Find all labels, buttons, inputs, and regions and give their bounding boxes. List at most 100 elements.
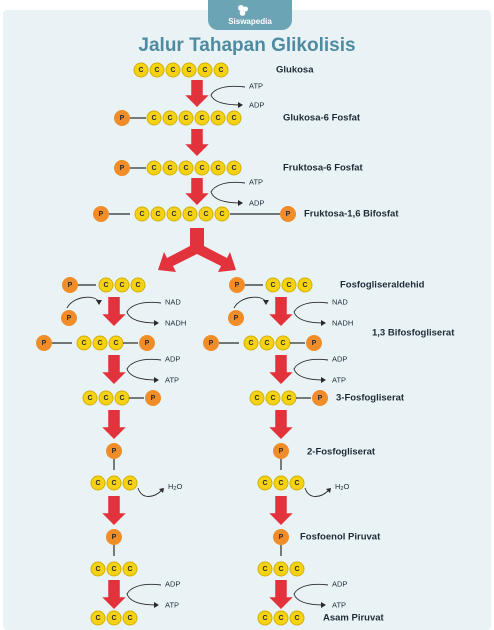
molecule-label-2-fosfogliserat: 2-Fosfogliserat bbox=[307, 447, 376, 458]
water-arrowhead bbox=[326, 488, 331, 493]
carbon-atom: C bbox=[76, 335, 92, 351]
water-curve bbox=[137, 487, 163, 497]
carbon-atom: C bbox=[114, 390, 130, 406]
carbon-atom: C bbox=[249, 390, 265, 406]
carbon-atom: C bbox=[146, 110, 162, 126]
carbon-atom-circle bbox=[146, 110, 162, 126]
cofactor-in-label: ATP bbox=[249, 178, 263, 187]
carbon-atom-circle bbox=[197, 62, 213, 78]
carbon-atom: C bbox=[106, 561, 122, 577]
cofactor-out-label: ATP bbox=[165, 376, 179, 385]
phosphate-label: P bbox=[120, 165, 125, 172]
phosphate-transfer-curve bbox=[233, 296, 267, 309]
phosphate-circle bbox=[62, 277, 78, 293]
cofactor-curve bbox=[210, 85, 246, 106]
carbon-atom-circle bbox=[243, 335, 259, 351]
carbon-atom-label: C bbox=[286, 282, 291, 289]
carbon-atom: C bbox=[98, 277, 114, 293]
phosphate-circle bbox=[36, 335, 52, 351]
carbon-atom: C bbox=[257, 610, 273, 626]
phosphate-circle bbox=[228, 310, 244, 326]
molecule-label-fruktosa-6-fosfat: Fruktosa-6 Fosfat bbox=[283, 163, 364, 174]
cofactor-out-label: NADH bbox=[332, 319, 353, 328]
cofactor-out-label: ADP bbox=[249, 101, 264, 110]
carbon-atom-label: C bbox=[202, 67, 207, 74]
carbon-atom: C bbox=[213, 62, 229, 78]
carbon-atom-circle bbox=[194, 160, 210, 176]
carbon-atom-label: C bbox=[218, 67, 223, 74]
phosphate-circle bbox=[114, 110, 130, 126]
carbon-atom: C bbox=[90, 561, 106, 577]
carbon-atom-circle bbox=[178, 110, 194, 126]
cofactor-in-label: ADP bbox=[332, 580, 347, 589]
cofactor-curve bbox=[210, 181, 246, 204]
carbon-atom-circle bbox=[98, 390, 114, 406]
carbon-atom-label: C bbox=[111, 480, 116, 487]
phosphate-label: P bbox=[318, 395, 323, 402]
carbon-atom-label: C bbox=[231, 115, 236, 122]
phosphate-circle bbox=[139, 335, 155, 351]
carbon-atom-circle bbox=[90, 475, 106, 491]
carbon-atom-label: C bbox=[199, 165, 204, 172]
carbon-atom-circle bbox=[257, 610, 273, 626]
carbon-atom: C bbox=[122, 475, 138, 491]
carbon-atom-label: C bbox=[95, 566, 100, 573]
carbon-atom: C bbox=[162, 110, 178, 126]
carbon-atom: C bbox=[122, 561, 138, 577]
cofactor-arrowhead bbox=[154, 602, 159, 608]
phosphate-label: P bbox=[312, 340, 317, 347]
carbon-atom-label: C bbox=[151, 165, 156, 172]
carbon-atom: C bbox=[259, 335, 275, 351]
carbon-atom-label: C bbox=[155, 211, 160, 218]
molecule-label-1-3-bifosfogliserat: 1,3 Bifosfogliserat bbox=[372, 328, 455, 339]
carbon-atom-label: C bbox=[139, 211, 144, 218]
phosphate-label: P bbox=[279, 534, 284, 541]
carbon-atom: C bbox=[182, 206, 198, 222]
reaction-arrow bbox=[102, 580, 126, 609]
carbon-atom: C bbox=[226, 110, 242, 126]
carbon-atom-label: C bbox=[294, 566, 299, 573]
cofactor-out-label: NADH bbox=[165, 319, 186, 328]
carbon-atom-label: C bbox=[127, 566, 132, 573]
carbon-atom-label: C bbox=[280, 340, 285, 347]
carbon-atom-label: C bbox=[294, 480, 299, 487]
carbon-atom: C bbox=[214, 206, 230, 222]
molecule-label-glukosa-6-fosfat: Glukosa-6 Fosfat bbox=[283, 113, 361, 124]
reaction-arrow bbox=[185, 178, 209, 205]
carbon-atom-label: C bbox=[219, 211, 224, 218]
carbon-atom-circle bbox=[289, 561, 305, 577]
background-panel bbox=[3, 10, 491, 630]
carbon-atom-circle bbox=[122, 475, 138, 491]
cofactor-curve bbox=[126, 583, 162, 606]
carbon-atom-circle bbox=[281, 277, 297, 293]
phosphate-group: P bbox=[203, 335, 219, 351]
carbon-atom: C bbox=[162, 160, 178, 176]
phosphate-group: P bbox=[273, 529, 289, 545]
carbon-atom-label: C bbox=[170, 67, 175, 74]
carbon-atom: C bbox=[114, 277, 130, 293]
carbon-atom-circle bbox=[213, 62, 229, 78]
carbon-atom: C bbox=[297, 277, 313, 293]
phosphate-circle bbox=[312, 390, 328, 406]
carbon-atom-label: C bbox=[81, 340, 86, 347]
reaction-arrow bbox=[185, 129, 209, 156]
carbon-atom: C bbox=[90, 475, 106, 491]
carbon-atom-circle bbox=[106, 475, 122, 491]
carbon-atom-circle bbox=[265, 390, 281, 406]
carbon-atom-label: C bbox=[270, 395, 275, 402]
carbon-atom: C bbox=[122, 610, 138, 626]
carbon-atom-circle bbox=[182, 206, 198, 222]
cofactor-arrowhead bbox=[321, 320, 326, 326]
carbon-atom-label: C bbox=[103, 282, 108, 289]
phosphate-group: P bbox=[36, 335, 52, 351]
carbon-atom: C bbox=[265, 277, 281, 293]
carbon-atom-circle bbox=[122, 561, 138, 577]
carbon-atom: C bbox=[198, 206, 214, 222]
carbon-atom-circle bbox=[90, 610, 106, 626]
carbon-atom: C bbox=[178, 160, 194, 176]
carbon-atom: C bbox=[273, 561, 289, 577]
carbon-atom-circle bbox=[82, 390, 98, 406]
phosphate-group: P bbox=[106, 443, 122, 459]
carbon-atom-circle bbox=[130, 277, 146, 293]
